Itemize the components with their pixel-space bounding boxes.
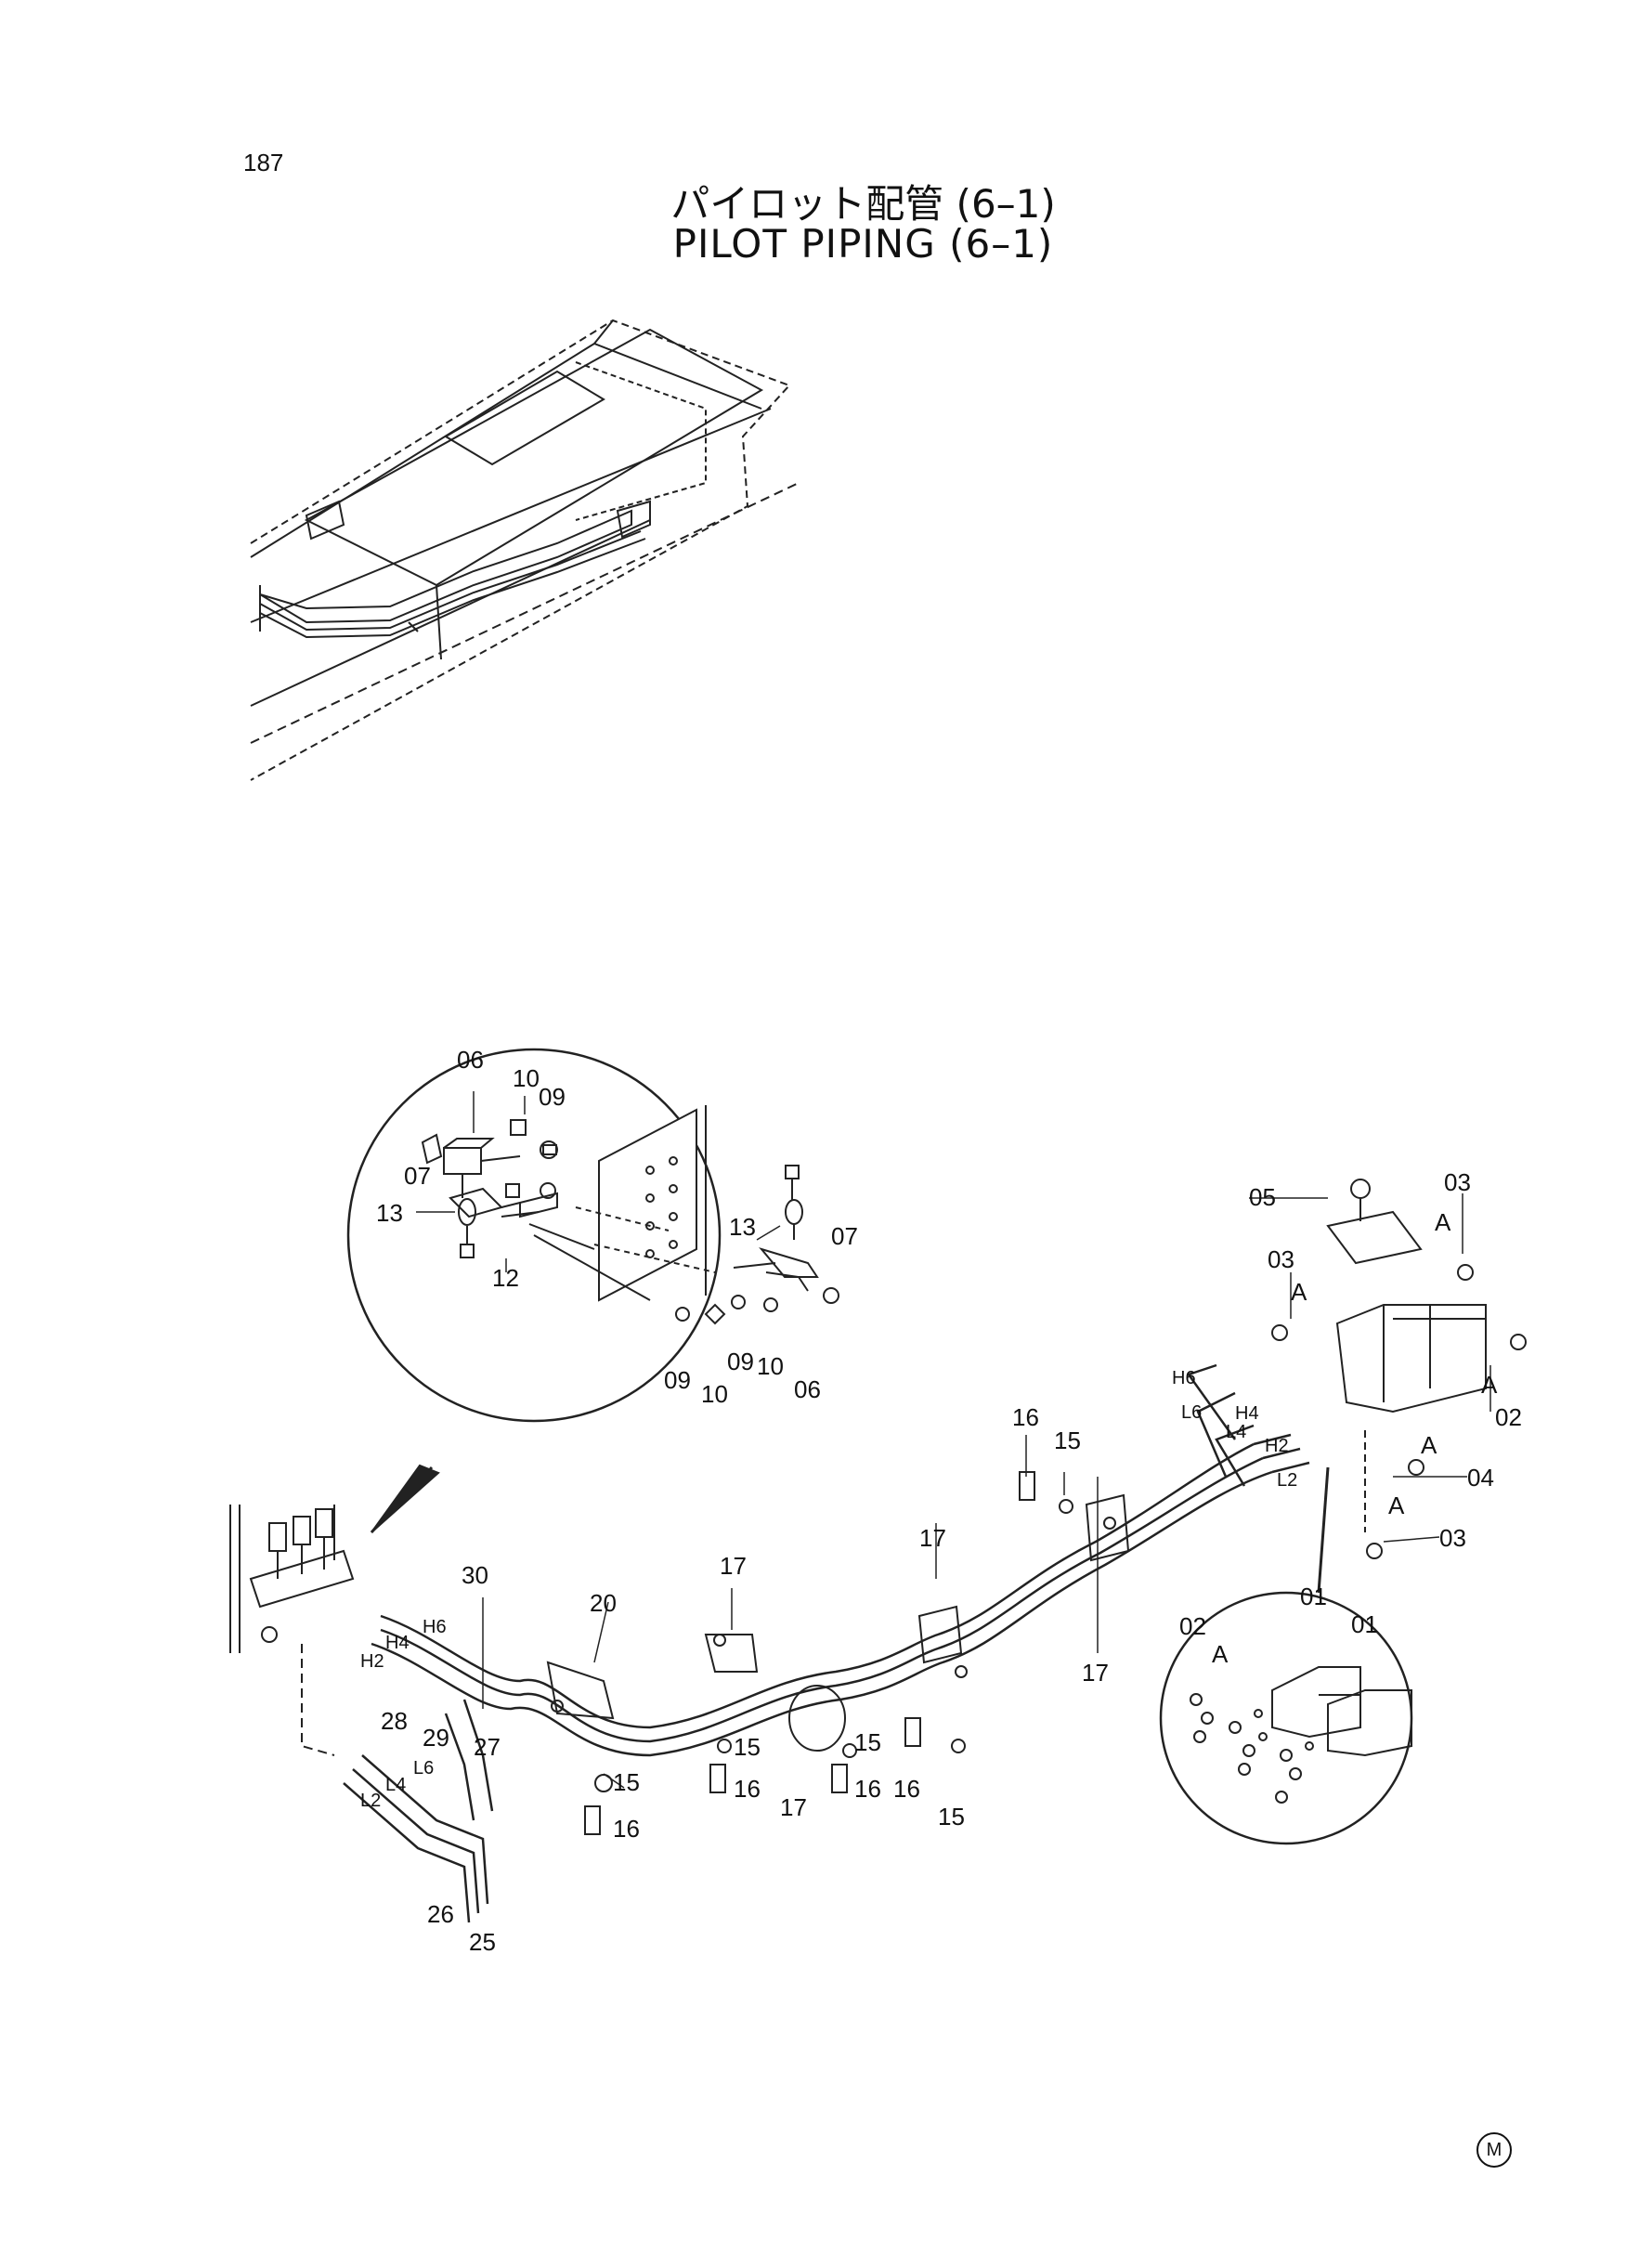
label-17-d: 17 [780,1793,807,1821]
label-03-bottom: 03 [1439,1524,1466,1552]
label-15-right: 15 [1054,1427,1081,1454]
label-L2-left: L2 [360,1791,381,1811]
clamps [546,1471,1130,1835]
label-01-a: 01 [1300,1583,1327,1610]
label-16-c: 16 [854,1775,881,1803]
page-number: 187 [243,149,284,176]
label-17-b: 17 [1082,1659,1109,1687]
label-15-c: 15 [854,1728,881,1756]
label-L4-left: L4 [385,1775,406,1795]
label-06-bottom: 06 [794,1375,821,1403]
label-L6-right: L6 [1181,1402,1202,1423]
label-A-mid: A [1291,1278,1307,1306]
label-A-03: A [1388,1492,1405,1519]
label-H4-left: H4 [385,1633,410,1653]
label-H2-right: H2 [1265,1436,1289,1456]
label-16-right: 16 [1012,1403,1039,1431]
label-07-left: 07 [404,1162,431,1190]
label-03-mid: 03 [1268,1245,1294,1273]
label-16-d: 16 [893,1775,920,1803]
label-17-a: 17 [919,1524,946,1552]
label-12: 12 [492,1264,519,1292]
label-01-b: 01 [1351,1610,1378,1638]
label-03-top: 03 [1444,1168,1471,1196]
label-09-bottom-left: 09 [664,1366,691,1394]
label-L2-right: L2 [1277,1470,1297,1491]
label-16-a: 16 [613,1815,640,1843]
label-L4-right: L4 [1226,1422,1246,1442]
label-30: 30 [462,1561,488,1589]
manufacturer-mark: M [1476,2132,1512,2168]
label-16-b: 16 [734,1775,761,1803]
label-13-right: 13 [729,1213,756,1241]
boom-overview-sketch [250,319,800,781]
label-27: 27 [474,1733,501,1761]
label-02-detail: 02 [1179,1612,1206,1640]
label-04: 04 [1467,1464,1494,1492]
label-26: 26 [427,1900,454,1928]
label-09-bottom-right: 09 [727,1348,754,1375]
leader-lines [416,1091,1491,1789]
label-02-right: 02 [1495,1403,1522,1431]
detail-circle-left [346,1048,839,1534]
label-10-top: 10 [513,1064,540,1092]
label-15-d: 15 [938,1803,965,1831]
label-25: 25 [469,1928,496,1956]
label-07-right: 07 [831,1222,858,1250]
callout-labels: 06 10 09 07 13 12 13 07 09 10 09 10 06 0… [360,1046,1522,1956]
label-H6-right: H6 [1172,1368,1196,1388]
label-06-top: 06 [457,1046,484,1074]
title-english: PILOT PIPING (6–1) [672,221,1054,267]
detail-circle-right [1159,1466,1413,1845]
right-valve-block [1271,1179,1527,1559]
left-valve-block [229,1505,355,1756]
label-20: 20 [590,1589,617,1617]
label-H6-left: H6 [423,1617,447,1637]
label-05: 05 [1249,1183,1276,1211]
label-15-a: 15 [613,1768,640,1796]
pipe-bundle [343,1363,1310,1923]
label-09-top: 09 [539,1083,566,1111]
label-L6-left: L6 [413,1758,434,1778]
label-10-bottom-left: 10 [701,1380,728,1408]
label-13-left: 13 [376,1199,403,1227]
label-17-c: 17 [720,1552,747,1580]
label-A-top: A [1435,1208,1451,1236]
label-H4-right: H4 [1235,1403,1259,1424]
label-A-right: A [1481,1371,1498,1399]
label-H2-left: H2 [360,1651,384,1672]
label-28: 28 [381,1707,408,1735]
title-japanese: パイロット配管 (6–1) [670,181,1056,227]
label-10-bottom-right: 10 [757,1352,784,1380]
label-29: 29 [423,1724,449,1752]
label-A-04: A [1421,1431,1437,1459]
label-15-b: 15 [734,1733,761,1761]
label-A-detail: A [1212,1640,1229,1668]
